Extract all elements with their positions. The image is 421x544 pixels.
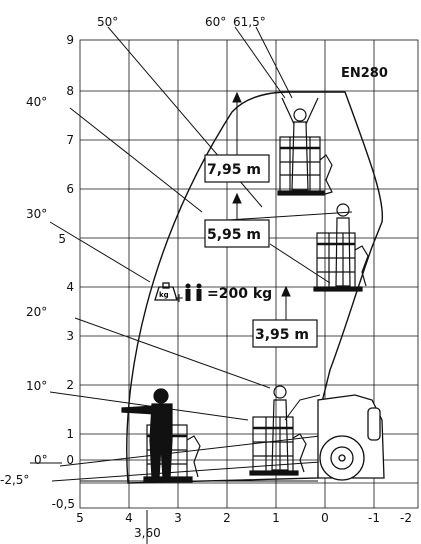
height-label-low: 3,95 m <box>252 319 318 348</box>
angle-label-30: 30° <box>26 207 47 221</box>
angle-label-615: 61,5° <box>233 15 266 29</box>
y-tick-label: 8 <box>66 84 74 98</box>
x-tick-label: -2 <box>400 511 412 525</box>
x-tick-label: 1 <box>272 511 280 525</box>
height-arrows <box>232 91 291 320</box>
y-tick-label: 3 <box>66 329 74 343</box>
y-tick-label: 9 <box>66 33 74 47</box>
angle-label-0: 0° <box>34 453 48 467</box>
grid <box>79 39 419 509</box>
y-tick-label: 5 <box>58 232 66 246</box>
angle-label-neg25: -2,5° <box>0 473 29 487</box>
weight-icon <box>154 286 178 301</box>
model-label: EN280 <box>341 66 388 81</box>
x-tick-label: 2 <box>223 511 231 525</box>
height-label-top-text: 7,95 m <box>207 162 261 178</box>
angle-label-40: 40° <box>26 95 47 109</box>
x-tick-labels: 5 4 3 2 1 0 -1 -2 <box>76 511 412 525</box>
x-tick-label: 0 <box>321 511 329 525</box>
angle-label-60: 60° <box>205 15 226 29</box>
height-label-top: 7,95 m <box>204 154 270 183</box>
x-tick-label: -1 <box>368 511 380 525</box>
two-persons-icon <box>185 283 202 301</box>
angle-label-20: 20° <box>26 305 47 319</box>
angle-labels: 50° 60° 61,5° 40° 30° 20° 10° 0° -2,5° <box>0 15 266 487</box>
working-envelope <box>126 91 384 484</box>
machine-body <box>317 394 385 481</box>
platform-ground <box>121 388 201 483</box>
height-label-mid: 5,95 m <box>204 219 270 248</box>
weight-icon-text: kg <box>159 291 169 299</box>
x-tick-label: 3 <box>174 511 182 525</box>
angle-lines <box>30 26 353 482</box>
x-extra-tick-label: 3,60 <box>134 526 161 540</box>
load-plus: + <box>174 291 184 305</box>
x-tick-label: 4 <box>125 511 133 525</box>
height-label-low-text: 3,95 m <box>255 327 309 343</box>
y-tick-label: 4 <box>66 280 74 294</box>
platform-top <box>277 97 333 196</box>
y-tick-label: 0 <box>66 453 74 467</box>
y-tick-label: -0,5 <box>52 497 75 511</box>
y-tick-label: 1 <box>66 427 74 441</box>
y-tick-labels: 9 8 7 6 5 4 3 2 1 0 -0,5 <box>52 33 75 511</box>
y-tick-label: 6 <box>66 182 74 196</box>
y-tick-label: 7 <box>66 133 74 147</box>
x-tick-label: 5 <box>76 511 84 525</box>
height-label-mid-text: 5,95 m <box>207 227 261 243</box>
platform-mid <box>313 203 369 292</box>
angle-label-10: 10° <box>26 379 47 393</box>
angle-label-50: 50° <box>97 15 118 29</box>
platform-low <box>249 385 307 476</box>
load-indicator: kg + =200 kg <box>154 282 272 305</box>
load-value: =200 kg <box>207 286 272 302</box>
y-tick-label: 2 <box>66 378 74 392</box>
